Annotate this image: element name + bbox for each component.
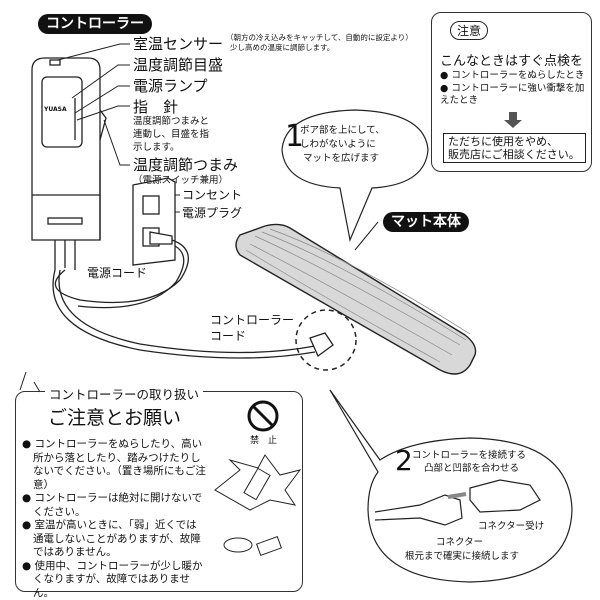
caution-item-1: ● コントローラーをぬらしたとき: [440, 70, 585, 81]
caution-action: ただちに使用をやめ、販売店にご相談ください。: [443, 133, 586, 163]
pointer-desc-1: 温度調節つまみと: [133, 116, 210, 127]
label-connector: コネクター: [436, 537, 484, 548]
caution-item-text: コントローラーに強い衝撃を加えたとき: [440, 83, 585, 106]
down-arrow-icon: [504, 112, 522, 128]
sensor-note-2: 少し高めの温度に調節します。: [230, 43, 335, 52]
mat-title: マット本体: [383, 212, 469, 232]
step2-bubble: [329, 389, 573, 583]
caution-item-2: ● コントローラーに強い衝撃を加えたとき: [440, 83, 585, 106]
handling-item-text: コントローラーは絶対に開けないでください。: [33, 492, 203, 518]
label-controller-cord-2: コード: [210, 329, 247, 343]
brand-logo: YUASA: [44, 106, 67, 113]
step1-line2: しわがないように: [300, 139, 376, 150]
step1-bubble: [281, 109, 429, 243]
label-socket: コンセント: [182, 188, 243, 202]
label-power-cord: 電源コード: [87, 266, 148, 280]
controller-title: コントローラー: [38, 14, 152, 34]
wall-outlet-illustration: [132, 177, 176, 266]
step2-line2: 凸部と凹部を合わせる: [424, 463, 520, 474]
prohibited-icon: [247, 400, 279, 432]
caution-box: [431, 12, 592, 172]
caution-badge: 注意: [450, 21, 489, 40]
prohibited-label: 禁 止: [250, 436, 278, 446]
handling-title: コントローラーの取り扱い: [45, 384, 204, 403]
label-temperature-knob: 温度調節つまみ: [133, 156, 239, 174]
knob-note: （電源スイッチ兼用）: [133, 175, 229, 186]
mat-illustration: [235, 223, 477, 375]
step1-line3: マットを広げます: [303, 153, 380, 164]
label-connector-receptacle: コネクター受け: [478, 521, 545, 532]
handling-item: ● コントローラーは絶対に開けないでください。: [22, 492, 203, 518]
handling-item: ● 室温が高いときに、「弱」近くでは通電しないことがありますが、故障ではありませ…: [22, 519, 201, 558]
label-temperature-scale: 温度調節目盛: [133, 56, 224, 74]
step2-line1: コントローラーを接続する: [412, 450, 527, 461]
step1-line1: ボア部を上にして、: [300, 125, 385, 136]
handling-item-text: コントローラーをぬらしたり、高い所から落としたり、踏みつけたりしないでください。…: [33, 438, 206, 491]
label-plug: 電源プラグ: [182, 206, 243, 220]
handling-item-text: 使用中、コントローラーが少し暖かくなりますが、故障ではありません。: [33, 559, 203, 599]
handling-list: ● コントローラーをぬらしたり、高い所から落としたり、踏みつけたりしないでくださ…: [22, 438, 207, 600]
caution-item-text: コントローラーをぬらしたとき: [451, 70, 585, 81]
action-line-1: ただちに使用をやめ、: [448, 135, 558, 148]
insert-arrow: [447, 492, 467, 499]
step2-number: 2: [395, 444, 413, 477]
label-controller-cord-1: コントローラー: [210, 313, 295, 327]
connector-detail-circle: [295, 309, 357, 371]
handling-heading: ご注意とお願い: [48, 407, 182, 429]
label-room-sensor: 室温センサー: [133, 35, 224, 53]
label-power-lamp: 電源ランプ: [133, 77, 208, 95]
handling-item-text: 室温が高いときに、「弱」近くでは通電しないことがありますが、故障ではありません。: [33, 519, 201, 558]
controller-illustration: [31, 57, 107, 270]
action-line-2: 販売店にご相談ください。: [448, 148, 580, 161]
step2-note: 根元まで確実に接続します: [405, 551, 520, 562]
step1-number: 1: [285, 119, 305, 154]
handling-item: ● 使用中、コントローラーが少し暖かくなりますが、故障ではありません。: [22, 559, 203, 599]
caution-heading: こんなときはすぐ点検を: [440, 54, 584, 69]
pointer-desc-2: 連動し、目盛を指: [133, 129, 210, 140]
label-pointer: 指 針: [133, 98, 179, 116]
sensor-note-1: （朝方の冷え込みをキャッチして、自動的に設定より）: [226, 33, 413, 42]
handling-item: ● コントローラーをぬらしたり、高い所から落としたり、踏みつけたりしないでくださ…: [22, 438, 206, 491]
pointer-desc-3: 示します。: [133, 142, 180, 153]
